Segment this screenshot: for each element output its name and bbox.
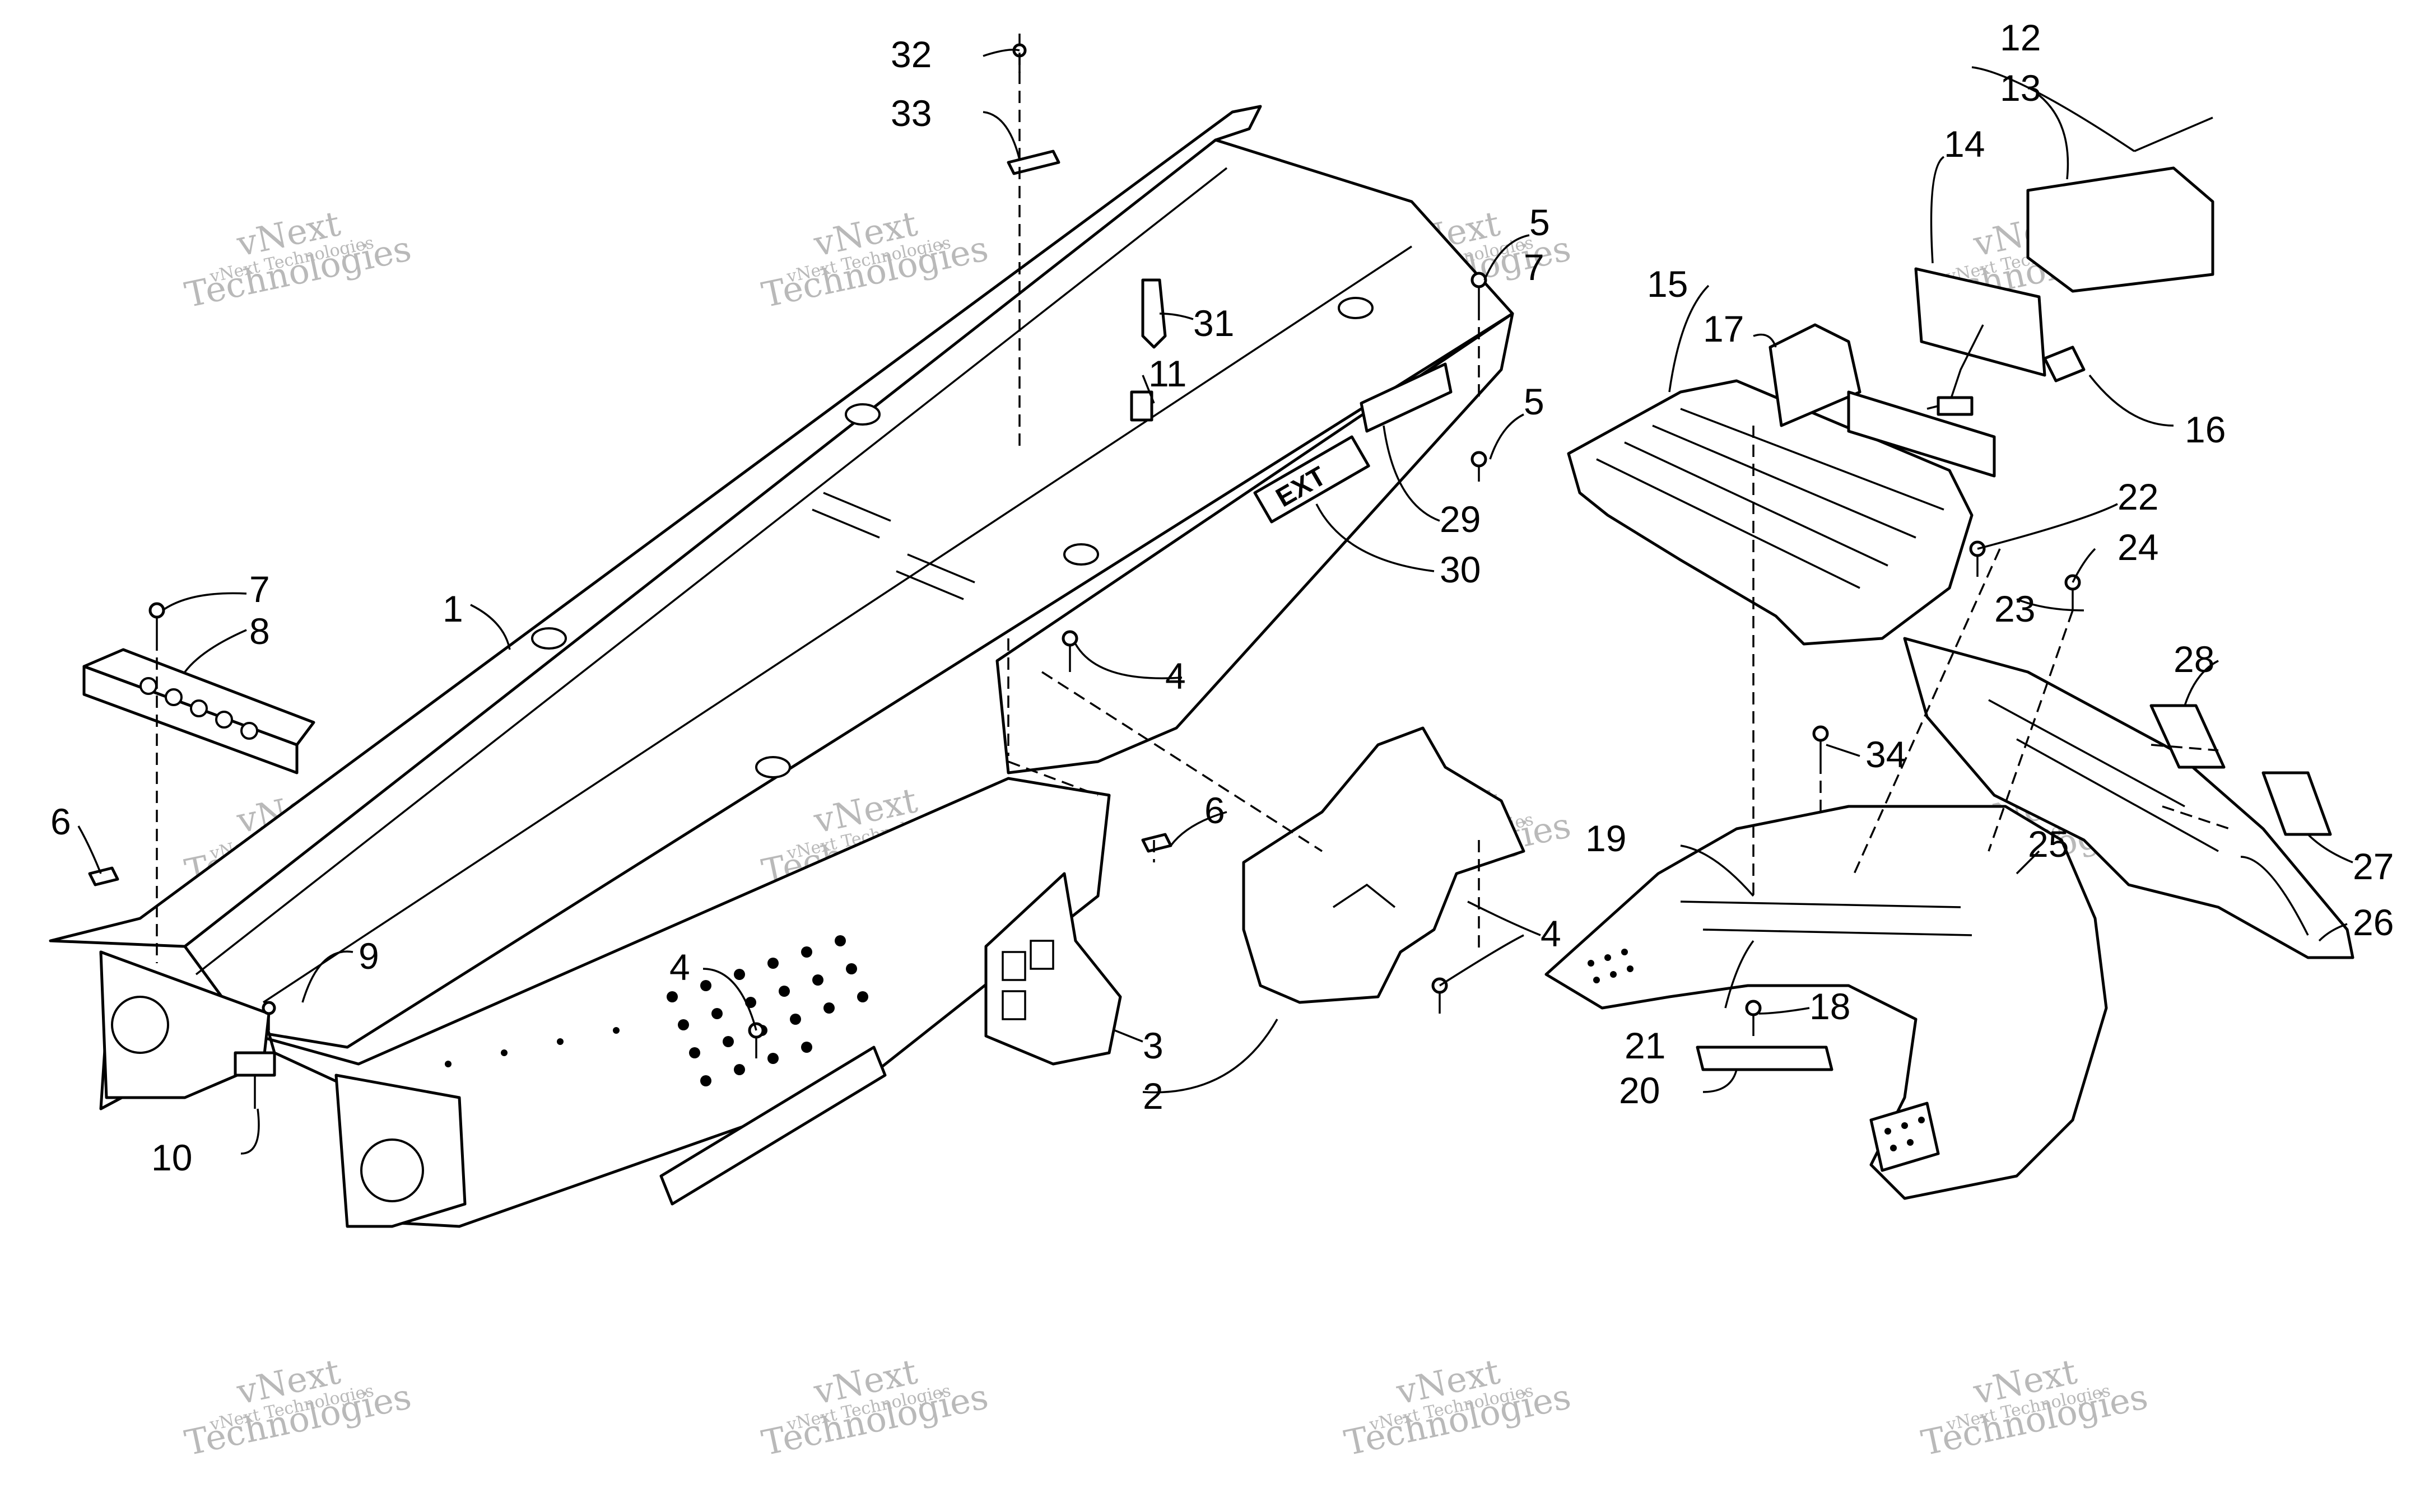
watermark: vNext Technologies vNext Technologies — [758, 1351, 992, 1463]
callout-4: 4 — [1165, 655, 1186, 697]
fastener — [262, 1001, 276, 1030]
callout-labels: 32 33 1 31 11 7 8 6 9 10 4 4 6 3 2 4 29 … — [50, 17, 2394, 1178]
leader-lines — [77, 49, 2353, 1155]
fastener — [1431, 977, 1448, 1014]
watermark: vNext Technologies vNext Technologies — [182, 1351, 415, 1463]
side-decal-plate — [1360, 362, 1453, 433]
bumper-pad — [1007, 150, 1060, 175]
fastener — [1470, 272, 1487, 308]
callout-33: 33 — [891, 92, 932, 134]
callout-30: 30 — [1440, 549, 1481, 590]
callout-4: 4 — [1541, 913, 1561, 954]
snow-flap — [1242, 726, 1525, 1004]
callout-13: 13 — [2000, 67, 2041, 109]
bulkhead-bearing-hole — [111, 996, 169, 1054]
clip — [1130, 390, 1153, 422]
callout-7: 7 — [1524, 246, 1544, 288]
watermark: vNext Technologies vNext Technologies — [758, 203, 992, 315]
callout-14: 14 — [1944, 123, 1985, 165]
callout-5: 5 — [1524, 381, 1544, 422]
rear-bumper — [1544, 805, 2108, 1200]
rubber-grip — [659, 1046, 887, 1206]
callout-7: 7 — [249, 568, 270, 610]
callout-21: 21 — [1625, 1025, 1665, 1066]
flap-decal — [2149, 704, 2226, 769]
callout-9: 9 — [359, 935, 379, 977]
assembly-lines — [156, 34, 2230, 963]
callout-4: 4 — [669, 946, 690, 988]
callout-10: 10 — [151, 1137, 192, 1178]
callout-16: 16 — [2185, 409, 2226, 450]
callout-5: 5 — [1529, 202, 1550, 243]
callout-26: 26 — [2353, 902, 2394, 943]
retainer-tab — [88, 866, 119, 886]
bumper-pad-strip — [1696, 1046, 1833, 1071]
fastener — [148, 602, 165, 638]
callout-8: 8 — [249, 610, 270, 652]
tunnel-slots — [812, 492, 975, 600]
callout-1: 1 — [443, 588, 463, 629]
fastener — [1470, 451, 1487, 482]
fastener — [1812, 725, 1829, 762]
callout-20: 20 — [1619, 1070, 1660, 1111]
hitch-pin — [1141, 278, 1167, 349]
fastener — [1062, 630, 1078, 672]
callout-2: 2 — [1143, 1075, 1164, 1117]
ext-decal: EXT — [1253, 435, 1370, 524]
callout-3: 3 — [1143, 1025, 1164, 1066]
bulb-socket — [234, 1051, 276, 1109]
bulkhead-bearing-hole — [360, 1138, 424, 1202]
callout-11: 11 — [1148, 353, 1187, 394]
retainer-tab — [1141, 833, 1172, 853]
callout-29: 29 — [1440, 498, 1481, 540]
bulkhead-left — [99, 950, 271, 1099]
callout-28: 28 — [2174, 638, 2214, 680]
callout-18: 18 — [1809, 986, 1850, 1027]
callout-19: 19 — [1585, 818, 1626, 859]
callout-12: 12 — [2000, 17, 2041, 58]
tunnel-grommets — [531, 297, 1374, 778]
callout-6: 6 — [1204, 790, 1225, 831]
callout-31: 31 — [1193, 302, 1234, 344]
watermark: vNext Technologies vNext Technologies — [1341, 1351, 1575, 1463]
heat-guard — [82, 648, 315, 774]
fastener — [1745, 1000, 1762, 1036]
callout-22: 22 — [2118, 476, 2158, 517]
rear-bracket — [984, 872, 1122, 1066]
flap-decal — [2261, 771, 2332, 836]
watermark: vNext Technologies vNext Technologies — [1918, 1351, 2152, 1463]
cargo-rack — [1567, 323, 1996, 646]
callout-23: 23 — [1994, 588, 2035, 629]
callout-6: 6 — [50, 801, 71, 842]
callout-24: 24 — [2118, 526, 2158, 568]
callout-25: 25 — [2028, 823, 2069, 865]
grip-dots — [1588, 949, 1925, 1151]
watermark: vNext Technologies vNext Technologies — [182, 203, 415, 315]
callout-32: 32 — [891, 34, 932, 75]
callout-17: 17 — [1703, 308, 1744, 349]
tail-light-assembly — [1914, 116, 2214, 416]
tunnel-lip-line — [195, 167, 1412, 1004]
callout-34: 34 — [1865, 734, 1906, 775]
callout-15: 15 — [1647, 263, 1688, 305]
callout-27: 27 — [2353, 846, 2394, 887]
